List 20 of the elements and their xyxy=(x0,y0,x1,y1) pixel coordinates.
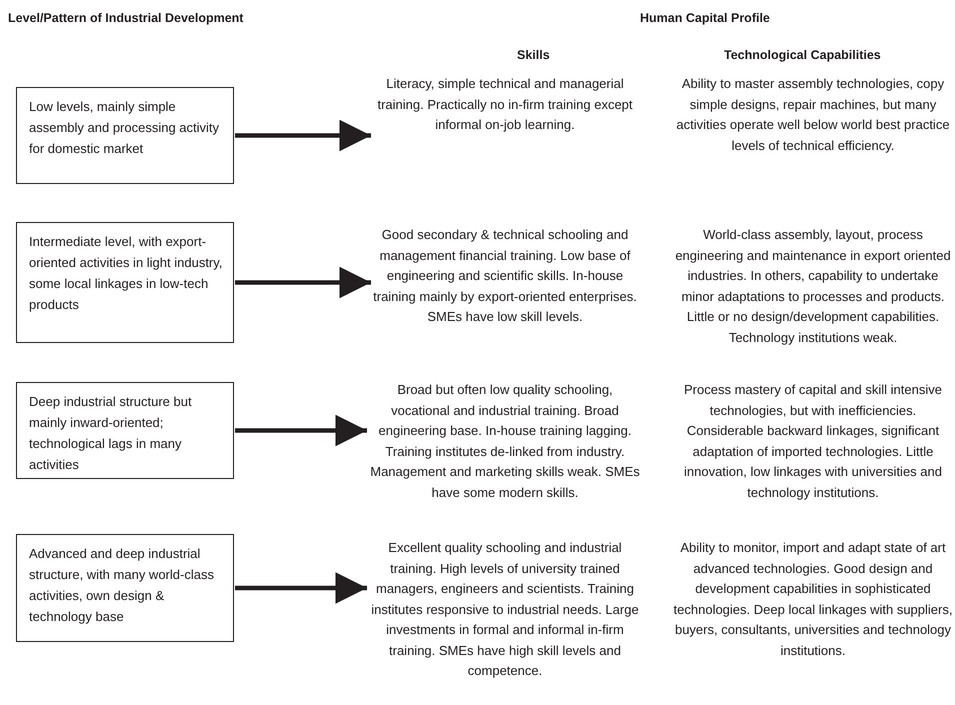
capability-text: Process mastery of capital and skill intensive technologies, but with inefficiencies. Considerable backward linkages, significant adaptation of imported technologies. Little innovation, low linkages with universities and technology institutions. xyxy=(683,381,943,502)
capability-text: Ability to monitor, import and adapt state of art advanced technologies. Good design and development capabilities in sophisticated technologies. Deep local linkages with suppliers, buyers, consultants, universities and technology institutions. xyxy=(672,539,954,660)
process-box: Intermediate level, with export-oriented activities in light industry, some local linkages in low-tech products xyxy=(16,222,234,343)
skills-text: Literacy, simple technical and managerial training. Practically no in-firm training except informal on-job learning. xyxy=(372,74,638,136)
skills-text: Broad but often low quality schooling, vocational and industrial training. Broad engineering base. In-house training lagging. Training institutes de-linked from industry. Management and marketing skills weak. SMEs have some modern skills. xyxy=(368,380,642,503)
process-box: Deep industrial structure but mainly inward-oriented; technological lags in many activities xyxy=(16,382,234,479)
capability-text: Ability to master assembly technologies, copy simple designs, repair machines, but many activities operate well below world best practice levels of technical efficiency. xyxy=(675,75,951,155)
arrow xyxy=(235,266,371,298)
arrow xyxy=(235,120,371,152)
process-box: Low levels, mainly simple assembly and processing activity for domestic market xyxy=(16,87,234,184)
skills-text: Excellent quality schooling and industrial training. High levels of university trained managers, engineers and scientists. Training institutes responsive to industrial needs. Large investments in formal and informal in-firm training. SMEs have high skill levels and competence. xyxy=(368,538,642,682)
column-heading: Technological Capabilities xyxy=(724,48,881,62)
column-heading: Level/Pattern of Industrial Development xyxy=(8,11,244,25)
column-heading: Human Capital Profile xyxy=(640,11,770,25)
arrow xyxy=(235,414,367,446)
capability-text: World-class assembly, layout, process engineering and maintenance in export oriented industries. In others, capability to undertake minor adaptations to processes and products. Little or no design/development capabilities. Technology institutions weak. xyxy=(674,226,952,347)
skills-text: Good secondary & technical schooling and management financial training. Low base of engineering and scientific skills. In-house training mainly by export-oriented enterprises. SMEs have low skill levels. xyxy=(372,225,638,328)
column-heading: Skills xyxy=(517,48,550,62)
process-box: Advanced and deep industrial structure, with many world-class activities, own design & technology base xyxy=(16,534,234,642)
arrow xyxy=(235,572,367,604)
